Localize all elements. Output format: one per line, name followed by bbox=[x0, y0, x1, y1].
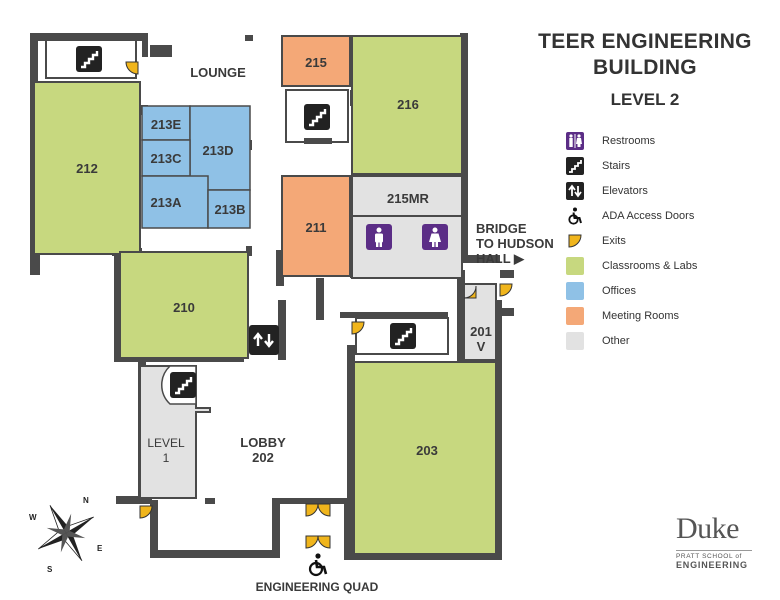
legend-label: Other bbox=[602, 334, 630, 347]
label-213d: 213D bbox=[202, 143, 233, 158]
label-215mr: 215MR bbox=[387, 191, 430, 206]
legend-item-exits: Exits bbox=[566, 228, 697, 253]
room-210[interactable] bbox=[119, 251, 249, 359]
label-213a: 213A bbox=[150, 195, 182, 210]
legend-item-restrooms: Restrooms bbox=[566, 128, 697, 153]
legend-item-offices: Offices bbox=[566, 278, 697, 303]
label-level1: LEVEL bbox=[147, 436, 185, 450]
label-201v-b: V bbox=[477, 339, 486, 354]
legend-label: Meeting Rooms bbox=[602, 309, 680, 322]
label-216: 216 bbox=[397, 97, 419, 112]
office-suite-213 bbox=[141, 105, 251, 229]
ada-access-icon bbox=[566, 207, 584, 225]
stairs-icon bbox=[304, 104, 330, 130]
label-215: 215 bbox=[305, 55, 327, 70]
legend-item-meeting: Meeting Rooms bbox=[566, 303, 697, 328]
legend-item-elevators: Elevators bbox=[566, 178, 697, 203]
room-213c[interactable] bbox=[141, 139, 191, 177]
room-213e[interactable] bbox=[141, 105, 191, 141]
office-swatch bbox=[566, 281, 584, 300]
legend-label: Exits bbox=[602, 234, 626, 247]
compass-s: S bbox=[47, 565, 53, 574]
ada-access-icon bbox=[308, 553, 328, 577]
classroom-swatch bbox=[566, 256, 584, 275]
room-212[interactable] bbox=[33, 81, 141, 255]
label-213c: 213C bbox=[150, 151, 182, 166]
stairs-icon bbox=[170, 372, 196, 398]
building-title: TEER ENGINEERING bbox=[538, 30, 752, 53]
label-lobby: LOBBY bbox=[240, 435, 286, 450]
label-engineering-quad: ENGINEERING QUAD bbox=[256, 580, 379, 594]
duke-wordmark: Duke bbox=[676, 512, 739, 545]
room-213a[interactable] bbox=[141, 175, 209, 229]
legend: Restrooms Stairs Elevators ADA Access Do… bbox=[566, 128, 697, 353]
room-211[interactable] bbox=[281, 175, 351, 277]
building-title-line2: BUILDING bbox=[593, 56, 697, 79]
legend-item-other: Other bbox=[566, 328, 697, 353]
stairs-icon bbox=[390, 323, 416, 349]
restroom-women-icon bbox=[422, 224, 448, 250]
exit-icon bbox=[305, 503, 319, 517]
label-203: 203 bbox=[416, 443, 438, 458]
legend-label: Classrooms & Labs bbox=[602, 259, 698, 272]
room-213b[interactable] bbox=[207, 189, 251, 229]
label-bridge-1: BRIDGE bbox=[476, 221, 527, 236]
elevators-icon bbox=[566, 181, 584, 200]
compass-w: W bbox=[29, 513, 37, 522]
legend-item-classrooms: Classrooms & Labs bbox=[566, 253, 697, 278]
exit-icon bbox=[566, 232, 584, 250]
label-213e: 213E bbox=[151, 117, 182, 132]
level-title: LEVEL 2 bbox=[610, 90, 680, 109]
duke-school-line: PRATT SCHOOL of bbox=[676, 550, 752, 560]
room-213d[interactable] bbox=[189, 105, 251, 191]
meeting-swatch bbox=[566, 306, 584, 325]
label-bridge-2: TO HUDSON bbox=[476, 236, 554, 251]
label-201v-a: 201 bbox=[470, 324, 492, 339]
exit-icon bbox=[139, 505, 153, 519]
compass-rose bbox=[38, 505, 94, 561]
stairs-icon bbox=[566, 156, 584, 175]
stairs-icon bbox=[76, 46, 102, 72]
legend-label: Restrooms bbox=[602, 134, 656, 147]
legend-label: Offices bbox=[602, 284, 637, 297]
exit-icon bbox=[463, 285, 477, 299]
room-215[interactable] bbox=[281, 35, 351, 87]
exits bbox=[125, 61, 513, 549]
duke-pratt-logo: Duke PRATT SCHOOL of ENGINEERING bbox=[676, 514, 752, 570]
legend-item-stairs: Stairs bbox=[566, 153, 697, 178]
compass-e: E bbox=[97, 544, 103, 553]
compass-n: N bbox=[83, 496, 89, 505]
restrooms-icon bbox=[566, 131, 584, 150]
other-swatch bbox=[566, 331, 584, 350]
restroom-men-icon bbox=[366, 224, 392, 250]
duke-dept-line: ENGINEERING bbox=[676, 560, 748, 570]
exit-icon bbox=[317, 535, 331, 549]
label-211: 211 bbox=[306, 220, 327, 235]
label-212: 212 bbox=[76, 161, 98, 176]
room-203[interactable] bbox=[353, 361, 497, 555]
label-level1-num: 1 bbox=[163, 451, 170, 465]
label-lounge: LOUNGE bbox=[190, 65, 246, 80]
label-lobby-num: 202 bbox=[252, 450, 274, 465]
exit-icon bbox=[499, 283, 513, 297]
room-216[interactable] bbox=[351, 35, 463, 175]
label-213b: 213B bbox=[214, 202, 245, 217]
label-210: 210 bbox=[173, 300, 195, 315]
legend-label: Stairs bbox=[602, 159, 631, 172]
exit-icon bbox=[351, 321, 365, 335]
legend-label: Elevators bbox=[602, 184, 648, 197]
legend-label: ADA Access Doors bbox=[602, 209, 695, 222]
legend-item-ada: ADA Access Doors bbox=[566, 203, 697, 228]
exit-icon bbox=[125, 61, 139, 75]
elevators-icon bbox=[249, 325, 279, 355]
exit-icon bbox=[305, 535, 319, 549]
exit-icon bbox=[317, 503, 331, 517]
label-bridge-3: HALL ▶ bbox=[476, 251, 525, 266]
